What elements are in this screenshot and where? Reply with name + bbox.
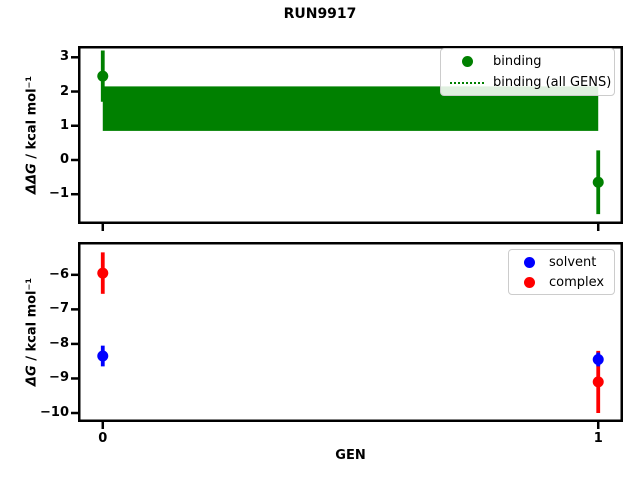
y-tick-label: −1: [49, 186, 69, 202]
complex-marker-icon: [523, 276, 535, 288]
axes-frame: [78, 46, 623, 224]
legend-swatch-area: [517, 276, 541, 288]
y-tick-label: −6: [49, 266, 69, 282]
binding-all-gens-dotted-line-icon: [450, 81, 484, 84]
legend-swatch-area: [517, 256, 541, 268]
legend-entry-binding: binding: [449, 51, 606, 72]
x-axis-label: GEN: [335, 448, 366, 463]
complex-point: [592, 376, 604, 388]
axes-frame: [78, 242, 623, 422]
binding-point: [592, 176, 604, 188]
legend-label-binding: binding: [493, 54, 542, 69]
legend-label-solvent: solvent: [549, 254, 597, 270]
solvent-point: [592, 353, 604, 365]
figure-title: RUN9917: [283, 6, 357, 22]
solvent-point: [97, 350, 109, 362]
x-tick-label: 0: [98, 431, 108, 446]
y-tick-label: 1: [59, 117, 69, 133]
legend-entry-complex: complex: [517, 272, 606, 292]
y-tick-label: −9: [49, 370, 69, 386]
legend-label-complex: complex: [549, 274, 605, 290]
bottom-plot-canvas: [71, 242, 623, 429]
legend-swatch-area: [449, 81, 485, 84]
y-tick-label: −8: [49, 335, 69, 351]
bottom-legend: solvent complex: [508, 249, 615, 295]
legend-label-binding-all-gens: binding (all GENS): [493, 75, 612, 90]
y-tick-label: −10: [40, 405, 69, 421]
x-tick-label: 1: [593, 431, 603, 446]
legend-entry-solvent: solvent: [517, 252, 606, 272]
binding-marker-icon: [461, 56, 473, 67]
legend-entry-binding-all-gens: binding (all GENS): [449, 72, 611, 93]
binding-point: [97, 70, 109, 82]
y-tick-label: 0: [59, 151, 69, 167]
solvent-marker-icon: [523, 256, 535, 268]
y-tick-label: 2: [59, 83, 69, 99]
y-tick-label: 3: [59, 49, 69, 65]
legend-swatch-area: [449, 56, 485, 67]
y-tick-label: −7: [49, 301, 69, 317]
complex-point: [97, 267, 109, 279]
top-legend: binding binding (all GENS): [440, 48, 615, 96]
